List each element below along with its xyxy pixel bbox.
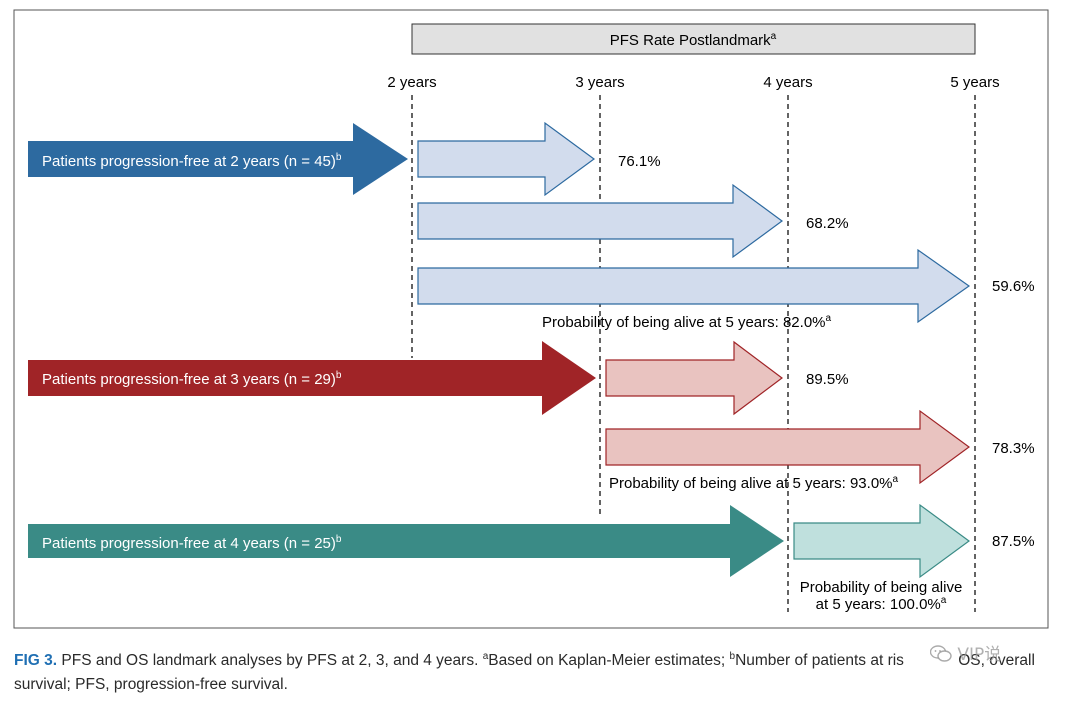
figure-frame xyxy=(13,9,1049,629)
watermark: VIP说 xyxy=(930,640,1001,665)
caption-sup-b: b xyxy=(729,651,736,662)
caption-text-1: PFS and OS landmark analyses by PFS at 2… xyxy=(61,652,479,670)
group-2yr-rate-5yr: 59.6% xyxy=(992,278,1035,295)
group-2yr-rate-arrow-5yr xyxy=(417,248,971,324)
caption-sup-a: a xyxy=(482,651,489,662)
group-3yr-label: Patients progression-free at 3 years (n … xyxy=(42,370,342,388)
caption-text-2: Based on Kaplan-Meier estimates; xyxy=(488,652,726,670)
group-3yr-rate-arrow-5yr xyxy=(605,409,971,485)
group-2yr-rate-3yr: 76.1% xyxy=(618,153,661,170)
timepoint-5-years: 5 years xyxy=(950,74,999,91)
header-title: PFS Rate Postlandmarka xyxy=(610,31,777,49)
group-2yr-rate-arrow-3yr xyxy=(417,121,596,197)
group-4yr-rate-5yr: 87.5% xyxy=(992,533,1035,550)
group-4yr-os-probability-line1: Probability of being alive xyxy=(800,579,963,596)
timepoint-3-years: 3 years xyxy=(575,74,624,91)
group-2yr-rate-4yr: 68.2% xyxy=(806,215,849,232)
landmark-diagram: PFS Rate Postlandmarka 2 years 3 years 4… xyxy=(13,9,1049,629)
header-box xyxy=(411,23,976,55)
group-3yr-os-probability: Probability of being alive at 5 years: 9… xyxy=(609,474,899,492)
timepoint-4-years: 4 years xyxy=(763,74,812,91)
group-4yr-main-arrow xyxy=(28,505,784,577)
caption-text-4: OS, overall xyxy=(958,652,1035,670)
group-4yr-label: Patients progression-free at 4 years (n … xyxy=(42,534,342,552)
group-4yr-os-probability-line2: at 5 years: 100.0%a xyxy=(816,595,947,613)
group-3yr-rate-5yr: 78.3% xyxy=(992,440,1035,457)
group-3yr-main-arrow xyxy=(28,341,596,415)
caption-text-5: survival; PFS, progression-free survival… xyxy=(14,676,288,694)
group-2yr-label: Patients progression-free at 2 years (n … xyxy=(42,152,342,170)
timepoint-2-years: 2 years xyxy=(387,74,436,91)
wechat-icon xyxy=(930,645,952,662)
figure-caption: FIG 3. PFS and OS landmark analyses by P… xyxy=(14,645,1064,697)
watermark-text: VIP说 xyxy=(957,645,1002,665)
group-2yr-os-probability: Probability of being alive at 5 years: 8… xyxy=(542,313,832,331)
group-4yr-rate-arrow-5yr xyxy=(793,503,971,579)
caption-text-3: Number of patients at ris xyxy=(735,652,904,670)
group-3yr-rate-arrow-4yr xyxy=(605,340,783,416)
group-3yr-rate-4yr: 89.5% xyxy=(806,371,849,388)
caption-figure-number: FIG 3. xyxy=(14,652,58,670)
group-2yr-main-arrow xyxy=(28,123,408,195)
group-2yr-rate-arrow-4yr xyxy=(417,183,784,259)
